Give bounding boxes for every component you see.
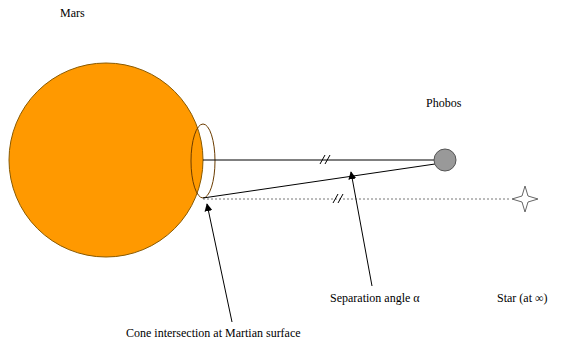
cone-label: Cone intersection at Martian surface xyxy=(126,326,301,340)
planet-label: Mars xyxy=(60,6,85,20)
mars-planet xyxy=(9,63,203,257)
angle-leader-arrow xyxy=(351,172,372,286)
parallel-marks xyxy=(320,155,343,203)
cone-intersection-ellipse xyxy=(191,124,215,198)
angle-label: Separation angle α xyxy=(330,291,420,305)
star-direction-line xyxy=(203,199,511,200)
surface-line xyxy=(203,164,435,198)
star-symbol xyxy=(512,186,538,212)
cone-leader-arrow xyxy=(207,204,232,322)
star-label: Star (at ∞) xyxy=(497,291,548,305)
moon-label: Phobos xyxy=(426,96,461,110)
phobos-moon xyxy=(434,149,456,171)
center-line xyxy=(203,160,435,161)
